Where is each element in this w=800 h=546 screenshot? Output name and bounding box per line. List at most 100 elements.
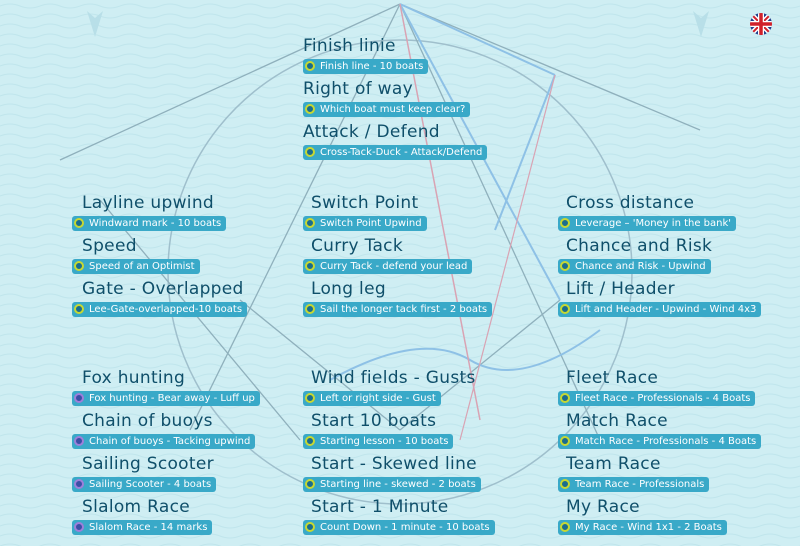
status-dot-icon [74,261,84,271]
lesson-title: Speed [82,236,137,256]
lesson-label: Switch Point Upwind [320,217,422,229]
lesson-fox-hunting: Fox hunting Fox hunting - Bear away - Lu… [72,368,260,407]
lesson-title: Start 10 boats [311,411,437,431]
lesson-title: Fleet Race [566,368,659,388]
lesson-title: Right of way [303,79,413,99]
status-dot-icon [74,436,84,446]
lesson-wind-fields: Wind fields - Gusts Left or right side -… [303,368,495,407]
lesson-button[interactable]: My Race - Wind 1x1 - 2 Boats [558,519,727,535]
lesson-label: Chance and Risk - Upwind [575,260,706,272]
lesson-finish-line: Finish linie Finish line - 10 boats [303,36,487,75]
lesson-label: Fleet Race - Professionals - 4 Boats [575,392,751,404]
lesson-label: Speed of an Optimist [89,260,195,272]
lesson-button[interactable]: Which boat must keep clear? [303,101,471,117]
lesson-label: Match Race - Professionals - 4 Boats [575,435,757,447]
lesson-start-1-minute: Start - 1 Minute Count Down - 1 minute -… [303,497,495,536]
lesson-button[interactable]: Match Race - Professionals - 4 Boats [558,433,762,449]
lesson-title: Gate - Overlapped [82,279,244,299]
status-dot-icon [560,393,570,403]
group-bottom-left: Fox hunting Fox hunting - Bear away - Lu… [72,368,260,540]
lesson-title: Start - Skewed line [311,454,477,474]
lesson-title: Match Race [566,411,668,431]
lesson-chain-of-buoys: Chain of buoys Chain of buoys - Tacking … [72,411,260,450]
lesson-right-of-way: Right of way Which boat must keep clear? [303,79,487,118]
lesson-label: Sail the longer tack first - 2 boats [320,303,488,315]
status-dot-icon [560,261,570,271]
lesson-button[interactable]: Lee-Gate-overlapped-10 boats [72,301,248,317]
lesson-sailing-scooter: Sailing Scooter Sailing Scooter - 4 boat… [72,454,260,493]
status-dot-icon [305,304,315,314]
lesson-title: Attack / Defend [303,122,440,142]
lesson-label: Sailing Scooter - 4 boats [89,478,212,490]
lesson-title: My Race [566,497,640,517]
uk-flag-icon[interactable] [750,13,772,35]
lesson-chance-and-risk: Chance and Risk Chance and Risk - Upwind [558,236,761,275]
status-dot-icon [305,218,315,228]
lesson-title: Chain of buoys [82,411,213,431]
lesson-slalom-race: Slalom Race Slalom Race - 14 marks [72,497,260,536]
lesson-label: Finish line - 10 boats [320,60,424,72]
lesson-title: Slalom Race [82,497,190,517]
lesson-label: Windward mark - 10 boats [89,217,222,229]
lesson-title: Cross distance [566,193,695,213]
lesson-button[interactable]: Lift and Header - Upwind - Wind 4x3 [558,301,762,317]
lesson-layline-upwind: Layline upwind Windward mark - 10 boats [72,193,247,232]
lesson-match-race: Match Race Match Race - Professionals - … [558,411,762,450]
lesson-cross-distance: Cross distance Leverage – 'Money in the … [558,193,761,232]
status-dot-icon [560,218,570,228]
lesson-label: Starting lesson - 10 boats [320,435,449,447]
status-dot-icon [305,261,315,271]
lesson-title: Start - 1 Minute [311,497,449,517]
status-dot-icon [74,522,84,532]
lesson-title: Team Race [566,454,661,474]
group-bottom-center: Wind fields - Gusts Left or right side -… [303,368,495,540]
status-dot-icon [305,522,315,532]
lesson-label: Chain of buoys - Tacking upwind [89,435,251,447]
lesson-label: Which boat must keep clear? [320,103,466,115]
lesson-button[interactable]: Starting line - skewed - 2 boats [303,476,481,492]
status-dot-icon [305,479,315,489]
lesson-button[interactable]: Switch Point Upwind [303,215,427,231]
lesson-button[interactable]: Count Down - 1 minute - 10 boats [303,519,495,535]
lesson-button[interactable]: Chain of buoys - Tacking upwind [72,433,256,449]
lesson-title: Switch Point [311,193,419,213]
status-dot-icon [305,61,315,71]
status-dot-icon [74,218,84,228]
lesson-button[interactable]: Left or right side - Gust [303,390,441,406]
status-dot-icon [74,393,84,403]
lesson-button[interactable]: Starting lesson - 10 boats [303,433,454,449]
lesson-curry-tack: Curry Tack Curry Tack - defend your lead [303,236,492,275]
lesson-button[interactable]: Slalom Race - 14 marks [72,519,213,535]
status-dot-icon [305,436,315,446]
lesson-team-race: Team Race Team Race - Professionals [558,454,761,493]
lesson-label: Cross-Tack-Duck - Attack/Defend [320,146,483,158]
lesson-label: Curry Tack - defend your lead [320,260,468,272]
wind-arrow-left-icon [87,11,103,37]
lesson-button[interactable]: Team Race - Professionals [558,476,710,492]
lesson-button[interactable]: Chance and Risk - Upwind [558,258,711,274]
lesson-label: Lift and Header - Upwind - Wind 4x3 [575,303,757,315]
lesson-button[interactable]: Fleet Race - Professionals - 4 Boats [558,390,756,406]
lesson-button[interactable]: Leverage – 'Money in the bank' [558,215,737,231]
lesson-label: Slalom Race - 14 marks [89,521,208,533]
lesson-button[interactable]: Cross-Tack-Duck - Attack/Defend [303,144,488,160]
lesson-label: Left or right side - Gust [320,392,436,404]
lesson-button[interactable]: Finish line - 10 boats [303,58,429,74]
lesson-title: Sailing Scooter [82,454,214,474]
lesson-title: Long leg [311,279,386,299]
lesson-speed: Speed Speed of an Optimist [72,236,247,275]
lesson-button[interactable]: Sail the longer tack first - 2 boats [303,301,493,317]
lesson-button[interactable]: Sailing Scooter - 4 boats [72,476,217,492]
lesson-start-10-boats: Start 10 boats Starting lesson - 10 boat… [303,411,495,450]
lesson-label: Starting line - skewed - 2 boats [320,478,476,490]
group-bottom-right: Fleet Race Fleet Race - Professionals - … [558,368,762,540]
lesson-title: Wind fields - Gusts [311,368,476,388]
lesson-switch-point: Switch Point Switch Point Upwind [303,193,492,232]
lesson-button[interactable]: Windward mark - 10 boats [72,215,227,231]
lesson-button[interactable]: Fox hunting - Bear away - Luff up [72,390,260,406]
lesson-button[interactable]: Curry Tack - defend your lead [303,258,473,274]
lesson-fleet-race: Fleet Race Fleet Race - Professionals - … [558,368,761,407]
lesson-button[interactable]: Speed of an Optimist [72,258,200,274]
status-dot-icon [305,104,315,114]
lesson-my-race: My Race My Race - Wind 1x1 - 2 Boats [558,497,761,536]
